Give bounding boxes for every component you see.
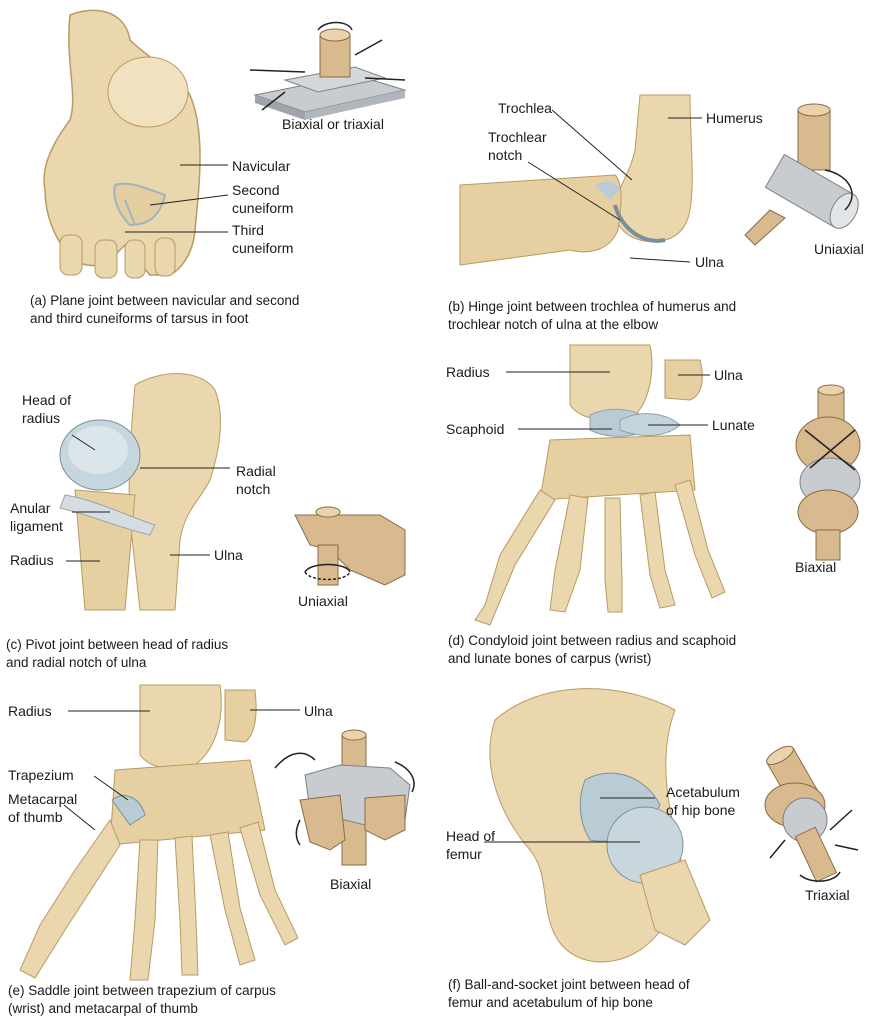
label-radius-e: Radius [8, 703, 52, 719]
label-navicular: Navicular [232, 158, 291, 174]
motion-label-d: Biaxial [795, 559, 837, 575]
panel-hinge-joint: Trochlea Trochlear notch Humerus Ulna Un… [440, 0, 880, 340]
caption-d: (d) Condyloid joint between radius and s… [448, 633, 737, 666]
motion-label-b: Uniaxial [814, 241, 864, 257]
label-radius-d: Radius [446, 364, 490, 380]
label-metacarpal-of-thumb: Metacarpal of thumb [8, 791, 78, 825]
foot-bones-illustration [43, 9, 229, 279]
label-humerus: Humerus [706, 110, 763, 126]
saddle-joint-model [274, 729, 415, 866]
caption-c: (c) Pivot joint between head of radius a… [6, 637, 229, 670]
label-ulna-b: Ulna [695, 254, 724, 270]
label-trochlear-notch: Trochlear notch [488, 129, 547, 163]
caption-e: (e) Saddle joint between trapezium of ca… [8, 983, 276, 1016]
label-third-cuneiform: Third cuneiform [232, 222, 294, 256]
panel-saddle-joint: Radius Ulna Trapezium Metacarpal of thum… [0, 680, 440, 1024]
elbow-bones-illustration [459, 94, 702, 266]
label-lunate: Lunate [712, 417, 755, 433]
label-ulna-e: Ulna [304, 703, 333, 719]
caption-b: (b) Hinge joint between trochlea of hume… [448, 299, 737, 332]
label-second-cuneiform: Second cuneiform [232, 182, 294, 216]
label-radial-notch: Radial notch [236, 463, 276, 497]
plane-joint-model [249, 21, 407, 120]
hinge-joint-model [744, 103, 859, 246]
motion-label-f: Triaxial [805, 887, 850, 903]
wrist-bones-illustration [474, 344, 726, 626]
pivot-joint-model [294, 506, 406, 586]
motion-label-a: Biaxial or triaxial [282, 116, 384, 132]
label-acetabulum: Acetabulum of hip bone [666, 784, 740, 818]
label-trapezium: Trapezium [8, 767, 74, 783]
thumb-wrist-illustration [19, 684, 300, 981]
ball-socket-joint-model [764, 745, 859, 883]
label-ulna-d: Ulna [714, 367, 743, 383]
motion-label-c: Uniaxial [298, 593, 348, 609]
label-scaphoid: Scaphoid [446, 421, 505, 437]
caption-f: (f) Ball-and-socket joint between head o… [448, 977, 690, 1010]
panel-plane-joint: Biaxial or triaxial Navicular Second cun… [0, 0, 440, 340]
label-ulna-c: Ulna [214, 547, 243, 563]
condyloid-joint-model [795, 384, 861, 561]
label-head-of-femur: Head of femur [446, 828, 496, 862]
label-head-of-radius: Head of radius [22, 392, 72, 426]
caption-a: (a) Plane joint between navicular and se… [30, 293, 300, 326]
label-trochlea: Trochlea [498, 100, 552, 116]
panel-pivot-joint: Head of radius Radial notch Anular ligam… [0, 340, 440, 680]
hip-femur-illustration [484, 688, 711, 963]
label-anular-ligament: Anular ligament [10, 500, 63, 534]
panel-ball-socket-joint: Acetabulum of hip bone Head of femur Tri… [440, 680, 880, 1024]
label-radius-c: Radius [10, 552, 54, 568]
motion-label-e: Biaxial [330, 876, 372, 892]
panel-condyloid-joint: Radius Ulna Scaphoid Lunate Biaxial (d) … [440, 340, 880, 680]
radius-ulna-illustration [59, 373, 230, 611]
